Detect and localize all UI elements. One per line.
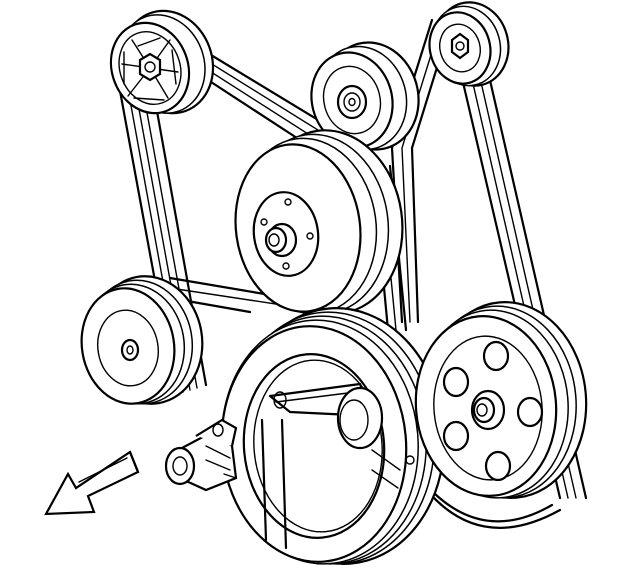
left-idler-pulley xyxy=(80,275,204,405)
spoked-pulley-icon xyxy=(121,37,179,101)
hub-pulley-icon xyxy=(450,32,470,60)
water-pump-pulley xyxy=(234,129,404,315)
upper-left-pulley xyxy=(109,9,215,115)
flanged-pulley-icon xyxy=(252,191,320,277)
belt-tensioner xyxy=(164,418,238,492)
holed-pulley-icon xyxy=(433,335,544,482)
crankshaft-balancer xyxy=(220,307,446,565)
upper-right-pulley xyxy=(428,1,510,87)
pulley-bolt-icon xyxy=(138,52,162,82)
plain-pulley-icon xyxy=(336,84,368,120)
right-lower-pulley xyxy=(414,301,588,499)
arrow-down-left-icon xyxy=(44,450,140,516)
plain-pulley-icon xyxy=(97,309,159,387)
tensioner-assembly-icon xyxy=(164,418,238,492)
idler-top-pulley xyxy=(310,41,420,151)
harmonic-balancer-icon xyxy=(242,353,415,550)
